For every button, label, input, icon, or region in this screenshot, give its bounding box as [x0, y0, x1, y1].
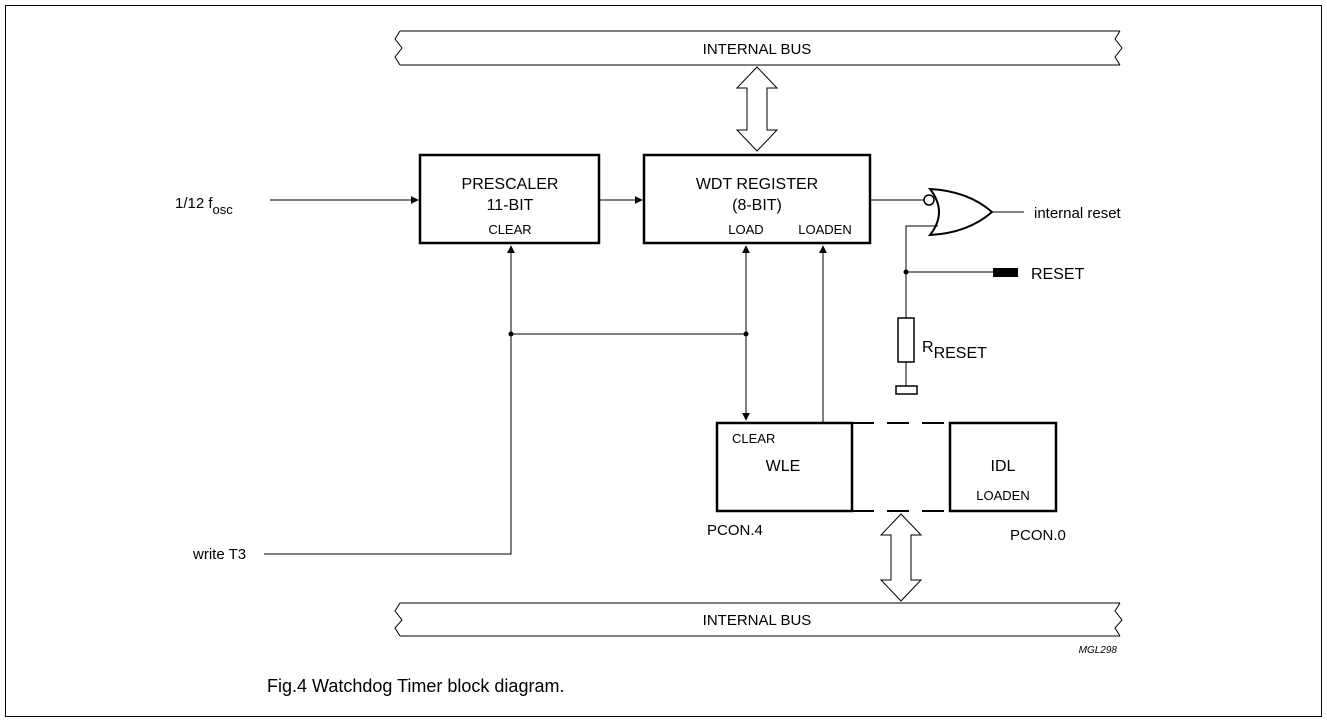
idl-name: IDL: [991, 458, 1016, 475]
prescaler-title: PRESCALER: [462, 176, 559, 193]
internal-bus-bottom: INTERNAL BUS: [394, 602, 1123, 637]
resistor-label: RRESET: [922, 339, 987, 362]
idl-block: [948, 421, 1058, 513]
wdt-register-block: [642, 153, 872, 245]
wdt-load-label: LOAD: [728, 222, 763, 237]
write-t3-label: write T3: [192, 546, 246, 563]
figure-border: [5, 5, 1322, 717]
internal-bus-top-label: INTERNAL BUS: [703, 41, 812, 58]
idl-register-label: PCON.0: [1010, 527, 1066, 544]
internal-bus-bottom-label: INTERNAL BUS: [703, 612, 812, 629]
reset-pin: [993, 268, 1018, 277]
wle-name: WLE: [766, 458, 801, 475]
wdt-loaden-label: LOADEN: [798, 222, 851, 237]
write-t3-line: [264, 335, 512, 555]
reset-pin-label: RESET: [1031, 266, 1085, 283]
internal-reset-label: internal reset: [1034, 205, 1122, 222]
wdt-register-title: WDT REGISTER: [696, 176, 818, 193]
bus-double-arrow-top: [735, 66, 779, 152]
fosc-input-label: 1/12 fosc: [175, 195, 233, 217]
prescaler-clear-label: CLEAR: [488, 222, 531, 237]
bus-double-arrow-bottom: [879, 513, 923, 602]
reset-feed-line: [905, 225, 938, 390]
wdt-register-size: (8-BIT): [732, 197, 782, 214]
idl-loaden-label: LOADEN: [976, 488, 1029, 503]
or-gate: [923, 187, 994, 237]
wle-clear-label: CLEAR: [732, 431, 775, 446]
figure-caption: Fig.4 Watchdog Timer block diagram.: [267, 676, 564, 696]
wle-register-label: PCON.4: [707, 522, 763, 539]
wle-block: [715, 421, 854, 513]
prescaler-size: 11-BIT: [487, 197, 534, 214]
prescaler-block: [418, 153, 601, 245]
inverter-bubble: [923, 194, 935, 206]
ground-terminal: [895, 385, 918, 395]
reset-resistor: [897, 317, 915, 363]
internal-bus-top: INTERNAL BUS: [394, 30, 1123, 66]
figure-tag: MGL298: [1079, 645, 1118, 656]
